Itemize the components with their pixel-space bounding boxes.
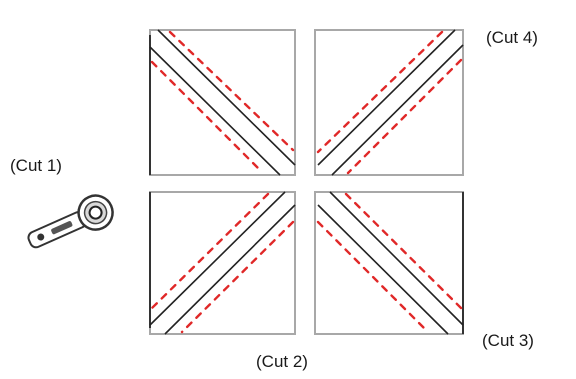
square-bottom-left: [149, 191, 296, 335]
sewing-line: [316, 220, 430, 334]
sewing-line: [168, 30, 295, 152]
sewing-line: [344, 192, 463, 310]
sewing-line: [316, 30, 444, 154]
label-cut-2: (Cut 2): [256, 352, 308, 371]
square-top-right: [314, 29, 464, 176]
square-top-left: [149, 29, 296, 176]
label-cut-4: (Cut 4): [486, 28, 538, 47]
sewing-line: [346, 58, 463, 175]
sewing-line: [150, 60, 264, 174]
sewing-line: [150, 192, 270, 310]
sewing-line: [180, 220, 295, 334]
rotary-cutter-icon: [27, 194, 114, 249]
label-cut-3: (Cut 3): [482, 331, 534, 350]
square-bottom-right: [314, 191, 464, 335]
label-cut-1: (Cut 1): [10, 156, 62, 175]
